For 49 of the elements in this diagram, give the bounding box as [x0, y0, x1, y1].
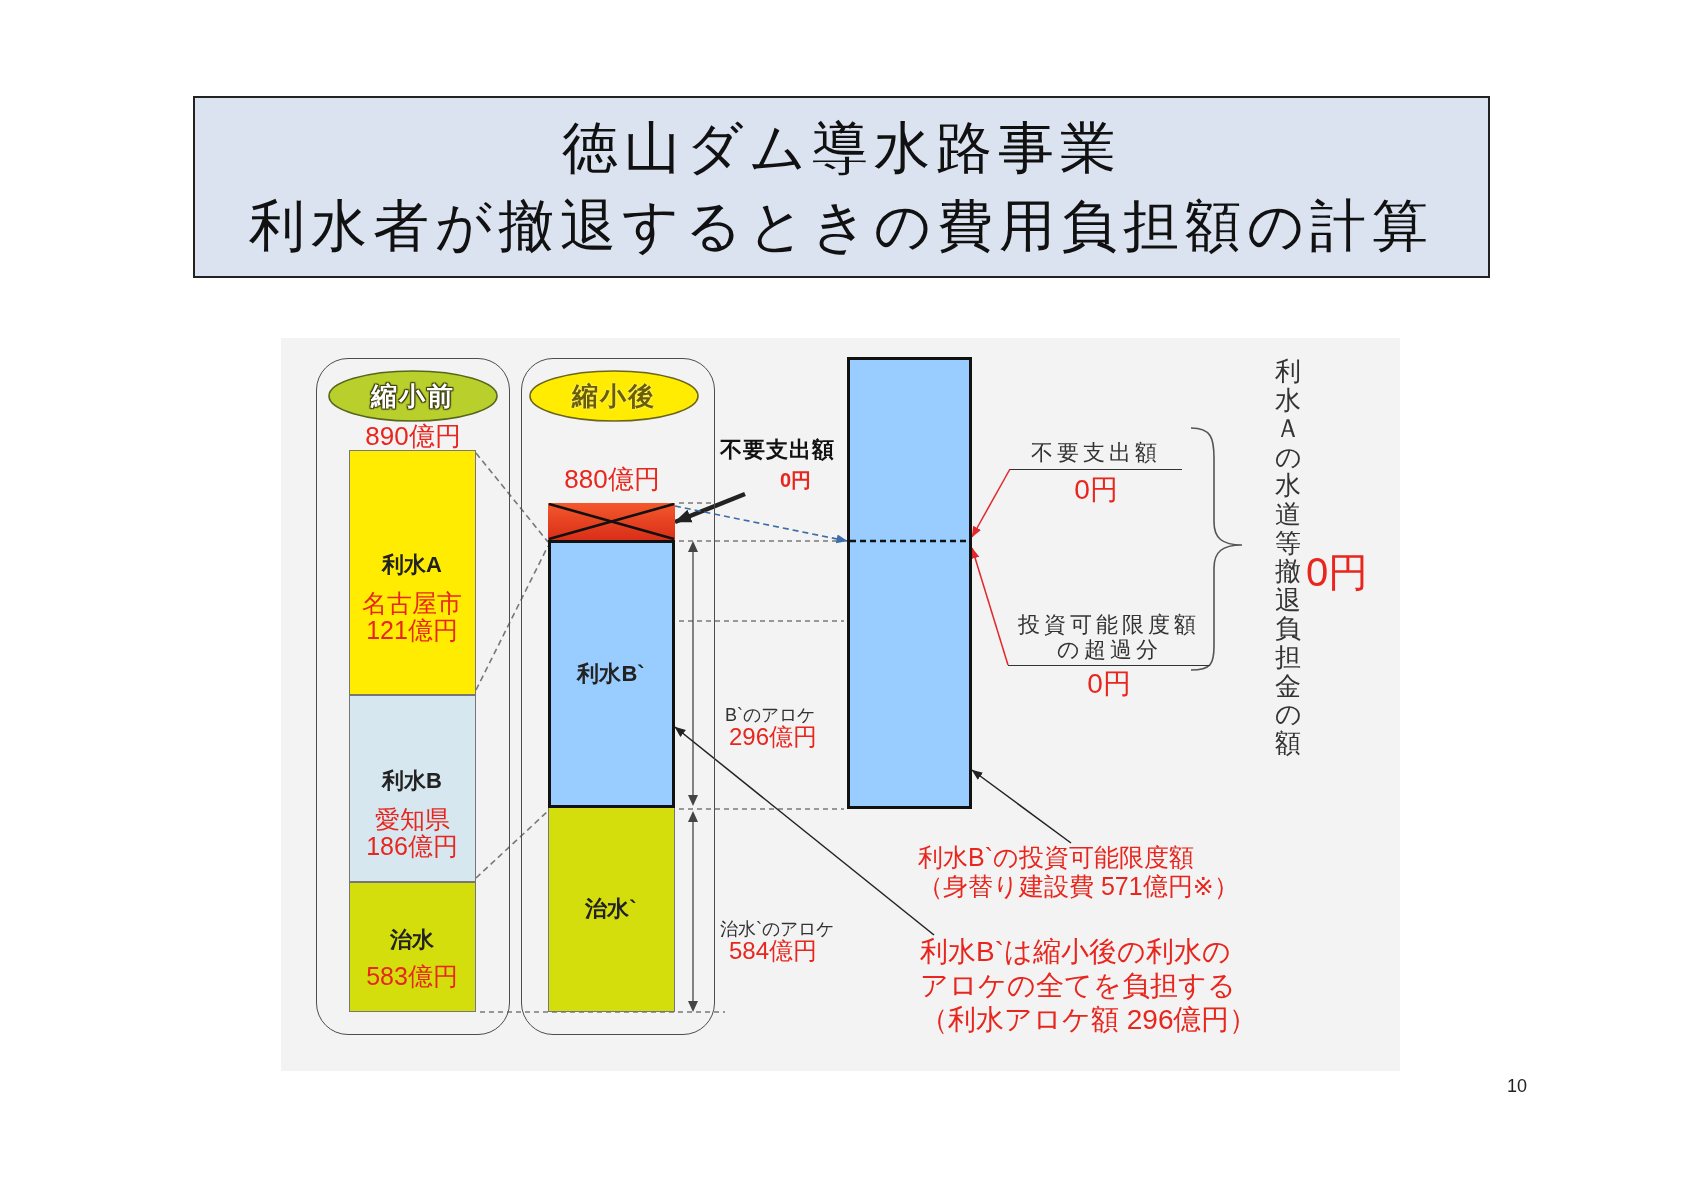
- amount-label: 584億円: [729, 939, 818, 963]
- amount-label: 583億円: [366, 962, 458, 990]
- note-text: 利水B`は縮小後の利水のアロケの全てを負担する: [920, 935, 1237, 1003]
- stack-segment: [348, 881, 476, 1012]
- stack-segment: [547, 807, 675, 1012]
- crossed-out-segment: [547, 502, 675, 540]
- comparison-bar: [847, 357, 972, 809]
- amount-label: 愛知県 186億円: [366, 805, 458, 860]
- projection-line: [475, 810, 549, 879]
- amount-label: 0円: [1087, 668, 1131, 700]
- callout-heading: 投資可能限度額の超過分: [1017, 612, 1201, 662]
- leader-arrow: [970, 547, 1009, 666]
- segment-label: 利水B: [382, 767, 442, 794]
- leader-arrow: [971, 468, 1011, 538]
- total-amount: 880億円: [564, 464, 660, 494]
- callout-heading: 不要支出額: [1031, 440, 1161, 466]
- stage-panel: [316, 358, 510, 1035]
- callout-heading: 不要支出額: [720, 438, 835, 462]
- stack-segment: [348, 449, 476, 695]
- segment-label: 利水B`: [577, 660, 645, 687]
- stage-oval: [528, 369, 699, 422]
- title-text: 徳山ダム導水路事業利水者が撤退するときの費用負担額の計算: [248, 115, 1435, 259]
- amount-label: 名古屋市 121億円: [362, 589, 462, 644]
- amount-label: 0円: [780, 468, 812, 492]
- stage-oval: [327, 369, 498, 422]
- amount-label: 0円: [1074, 474, 1118, 506]
- dimension-label: 治水`のアロケ: [720, 919, 834, 939]
- stack-segment: [547, 539, 675, 808]
- arrow: [674, 491, 746, 525]
- stage-label: 縮小前: [370, 380, 455, 411]
- segment-label: 治水: [390, 926, 434, 953]
- arrow: [971, 769, 1072, 844]
- total-amount: 890億円: [365, 421, 461, 451]
- segment-label: 治水`: [585, 896, 637, 922]
- stage-panel: [521, 358, 715, 1035]
- stage-label: 縮小後: [571, 380, 656, 411]
- dimension-label: B`のアロケ: [725, 705, 815, 725]
- page-number: 10: [1507, 1076, 1528, 1096]
- note-text: （利水アロケ額 296億円）: [920, 1003, 1258, 1037]
- amount-label: 296億円: [729, 725, 818, 749]
- total-amount: 0円: [1306, 550, 1369, 594]
- segment-label: 利水A: [382, 551, 442, 578]
- stack-segment: [348, 694, 476, 882]
- arrow: [674, 726, 935, 936]
- callout-heading: 利水B`の投資可能限度額: [918, 843, 1194, 872]
- arrow: [674, 505, 848, 544]
- note-text: （身替り建設費 571億円※）: [918, 872, 1239, 901]
- projection-line: [475, 452, 549, 543]
- vertical-caption: 利水Ａの水道等撤退負担金の額: [1275, 357, 1301, 758]
